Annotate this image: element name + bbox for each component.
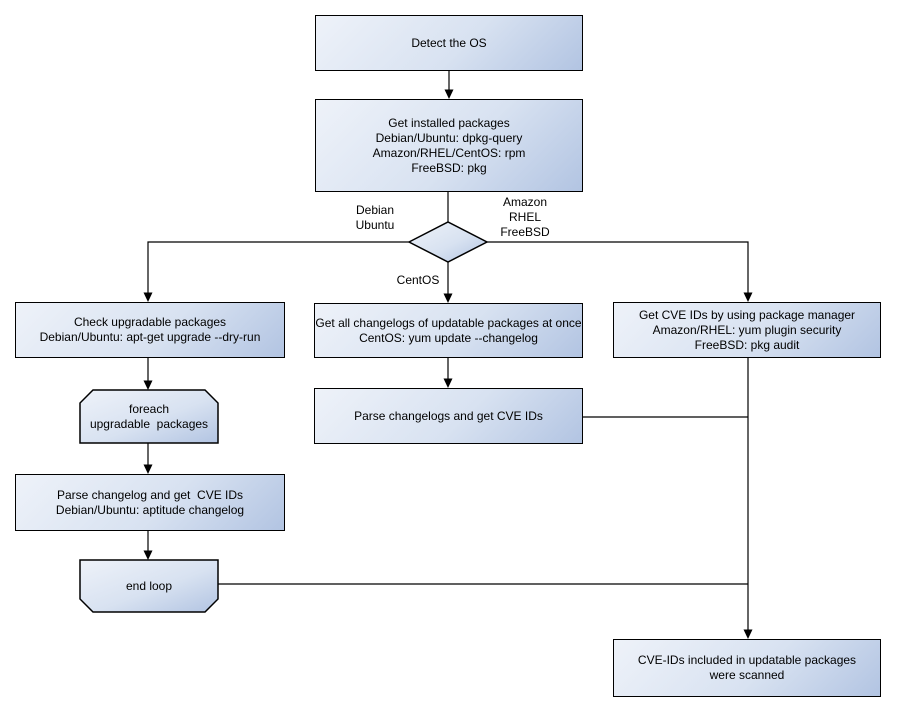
end-loop-shape (79, 559, 219, 613)
arrowhead-scanned (743, 629, 753, 639)
node-get-all-changelogs-label: Get all changelogs of updatable packages… (315, 315, 582, 345)
node-detect-os: Detect the OS (315, 15, 583, 71)
arrowhead-parse-each (143, 464, 153, 474)
edge-label-centos: CentOS (396, 273, 440, 287)
node-check-upgradable-packages: Check upgradable packages Debian/Ubuntu:… (15, 302, 285, 358)
node-detect-os-label: Detect the OS (411, 35, 487, 50)
node-get-cve-ids-package-manager-label: Get CVE IDs by using package manager Ama… (638, 307, 856, 352)
arrowhead-foreach (143, 380, 153, 390)
edge-decision-to-get-cve-ids (487, 241, 749, 293)
arrowhead-get-changelogs (443, 293, 453, 303)
node-parse-changelog-each-label: Parse changelog and get CVE IDs Debian/U… (55, 487, 245, 517)
node-get-installed-packages: Get installed packages Debian/Ubuntu: dp… (315, 99, 583, 192)
decision-os-diamond (407, 221, 489, 263)
edge-label-debian-ubuntu: Debian Ubuntu (355, 203, 395, 232)
node-get-installed-packages-label: Get installed packages Debian/Ubuntu: dp… (372, 115, 526, 175)
node-parse-changelog-each: Parse changelog and get CVE IDs Debian/U… (15, 474, 285, 531)
node-get-all-changelogs: Get all changelogs of updatable packages… (314, 303, 583, 358)
node-cve-scanned-result-label: CVE-IDs included in updatable packages w… (637, 653, 857, 682)
arrowhead-end-loop (143, 550, 153, 560)
edge-decision-to-check-upgradable (147, 241, 409, 293)
arrowhead-installed (444, 89, 454, 99)
arrowhead-parse-all (443, 378, 453, 388)
arrowhead-check-upgradable (143, 292, 153, 302)
edge-label-amazon-rhel-freebsd: Amazon RHEL FreeBSD (500, 195, 550, 239)
node-cve-scanned-result: CVE-IDs included in updatable packages w… (613, 639, 881, 697)
arrowhead-get-cve-ids (743, 292, 753, 302)
node-check-upgradable-packages-label: Check upgradable packages Debian/Ubuntu:… (39, 315, 261, 344)
node-parse-changelogs-all: Parse changelogs and get CVE IDs (314, 388, 583, 444)
node-get-cve-ids-package-manager: Get CVE IDs by using package manager Ama… (613, 302, 881, 358)
node-parse-changelogs-all-label: Parse changelogs and get CVE IDs (354, 408, 543, 423)
foreach-loop-shape (79, 389, 219, 444)
